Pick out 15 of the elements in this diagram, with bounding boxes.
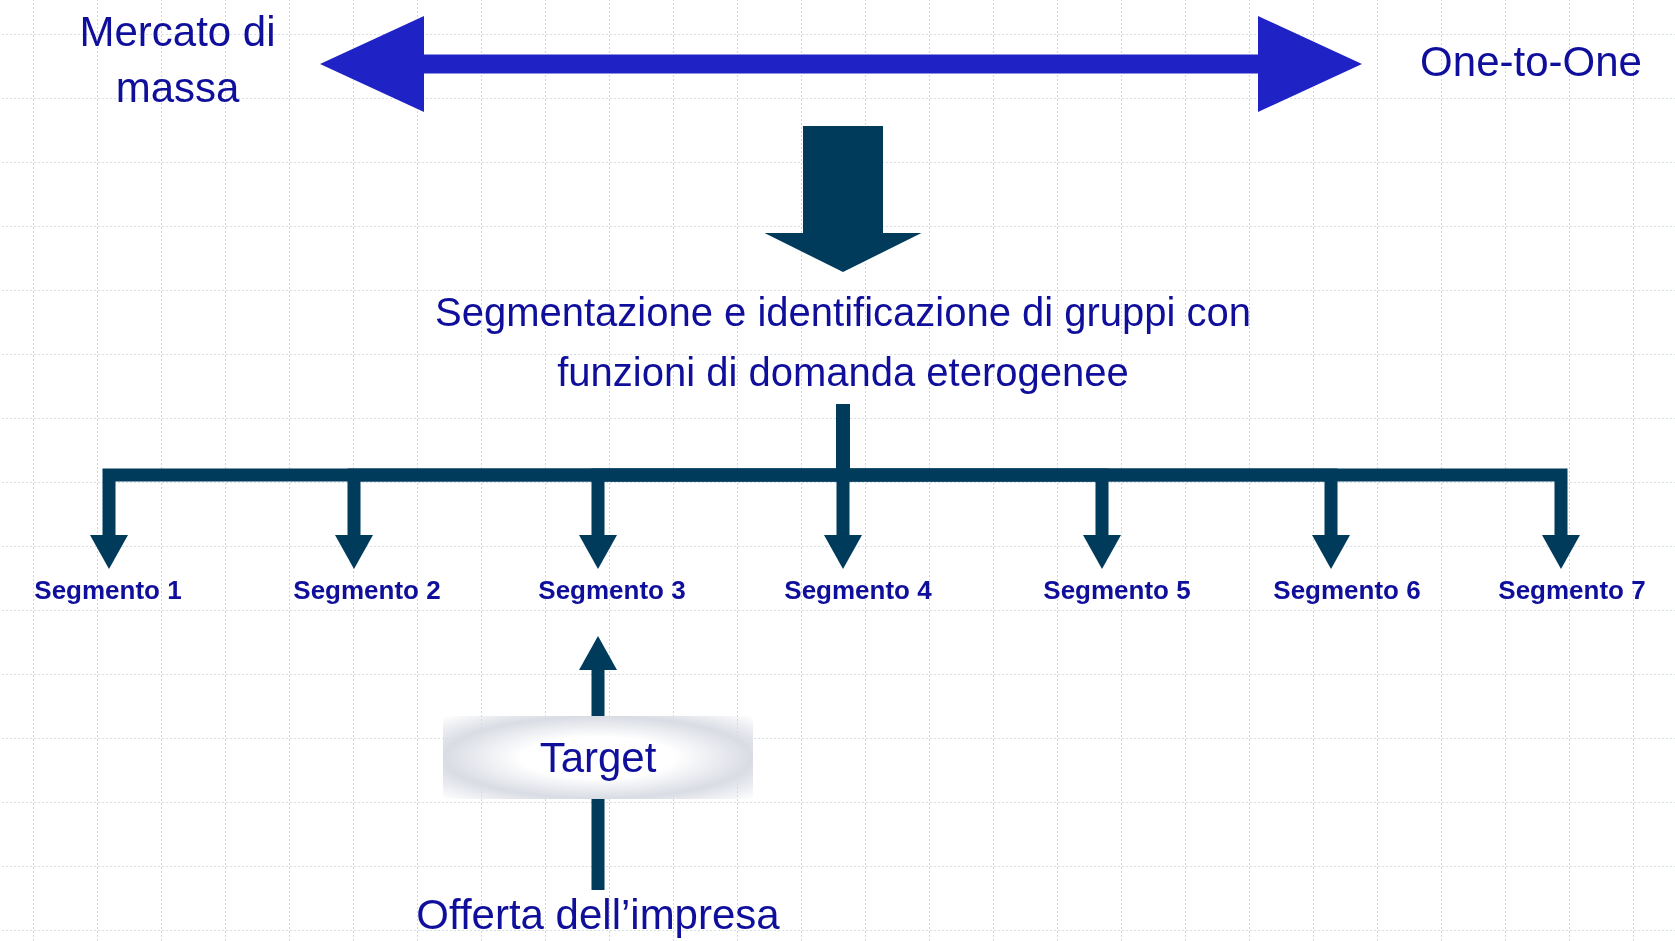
offer-label: Offerta dell’impresa [368,890,828,940]
segment-label: Segmento 7 [1472,572,1672,608]
segment-label: Segmento 4 [758,572,958,608]
segment-label: Segmento 5 [1017,572,1217,608]
segment-label: Segmento 3 [512,572,712,608]
pole-label: Mercato di massa [40,4,315,122]
target-box: Target [443,716,753,799]
pole-label: One-to-One [1392,34,1670,90]
segment-label: Segmento 6 [1247,572,1447,608]
process-text: Segmentazione e identificazione di gruppi con funzioni di domanda eterogenee [363,282,1323,404]
arrow [764,126,922,272]
arrow [320,16,1362,112]
arrow [579,636,617,716]
segment-label: Segmento 2 [267,572,467,608]
segment-label: Segmento 1 [8,572,208,608]
